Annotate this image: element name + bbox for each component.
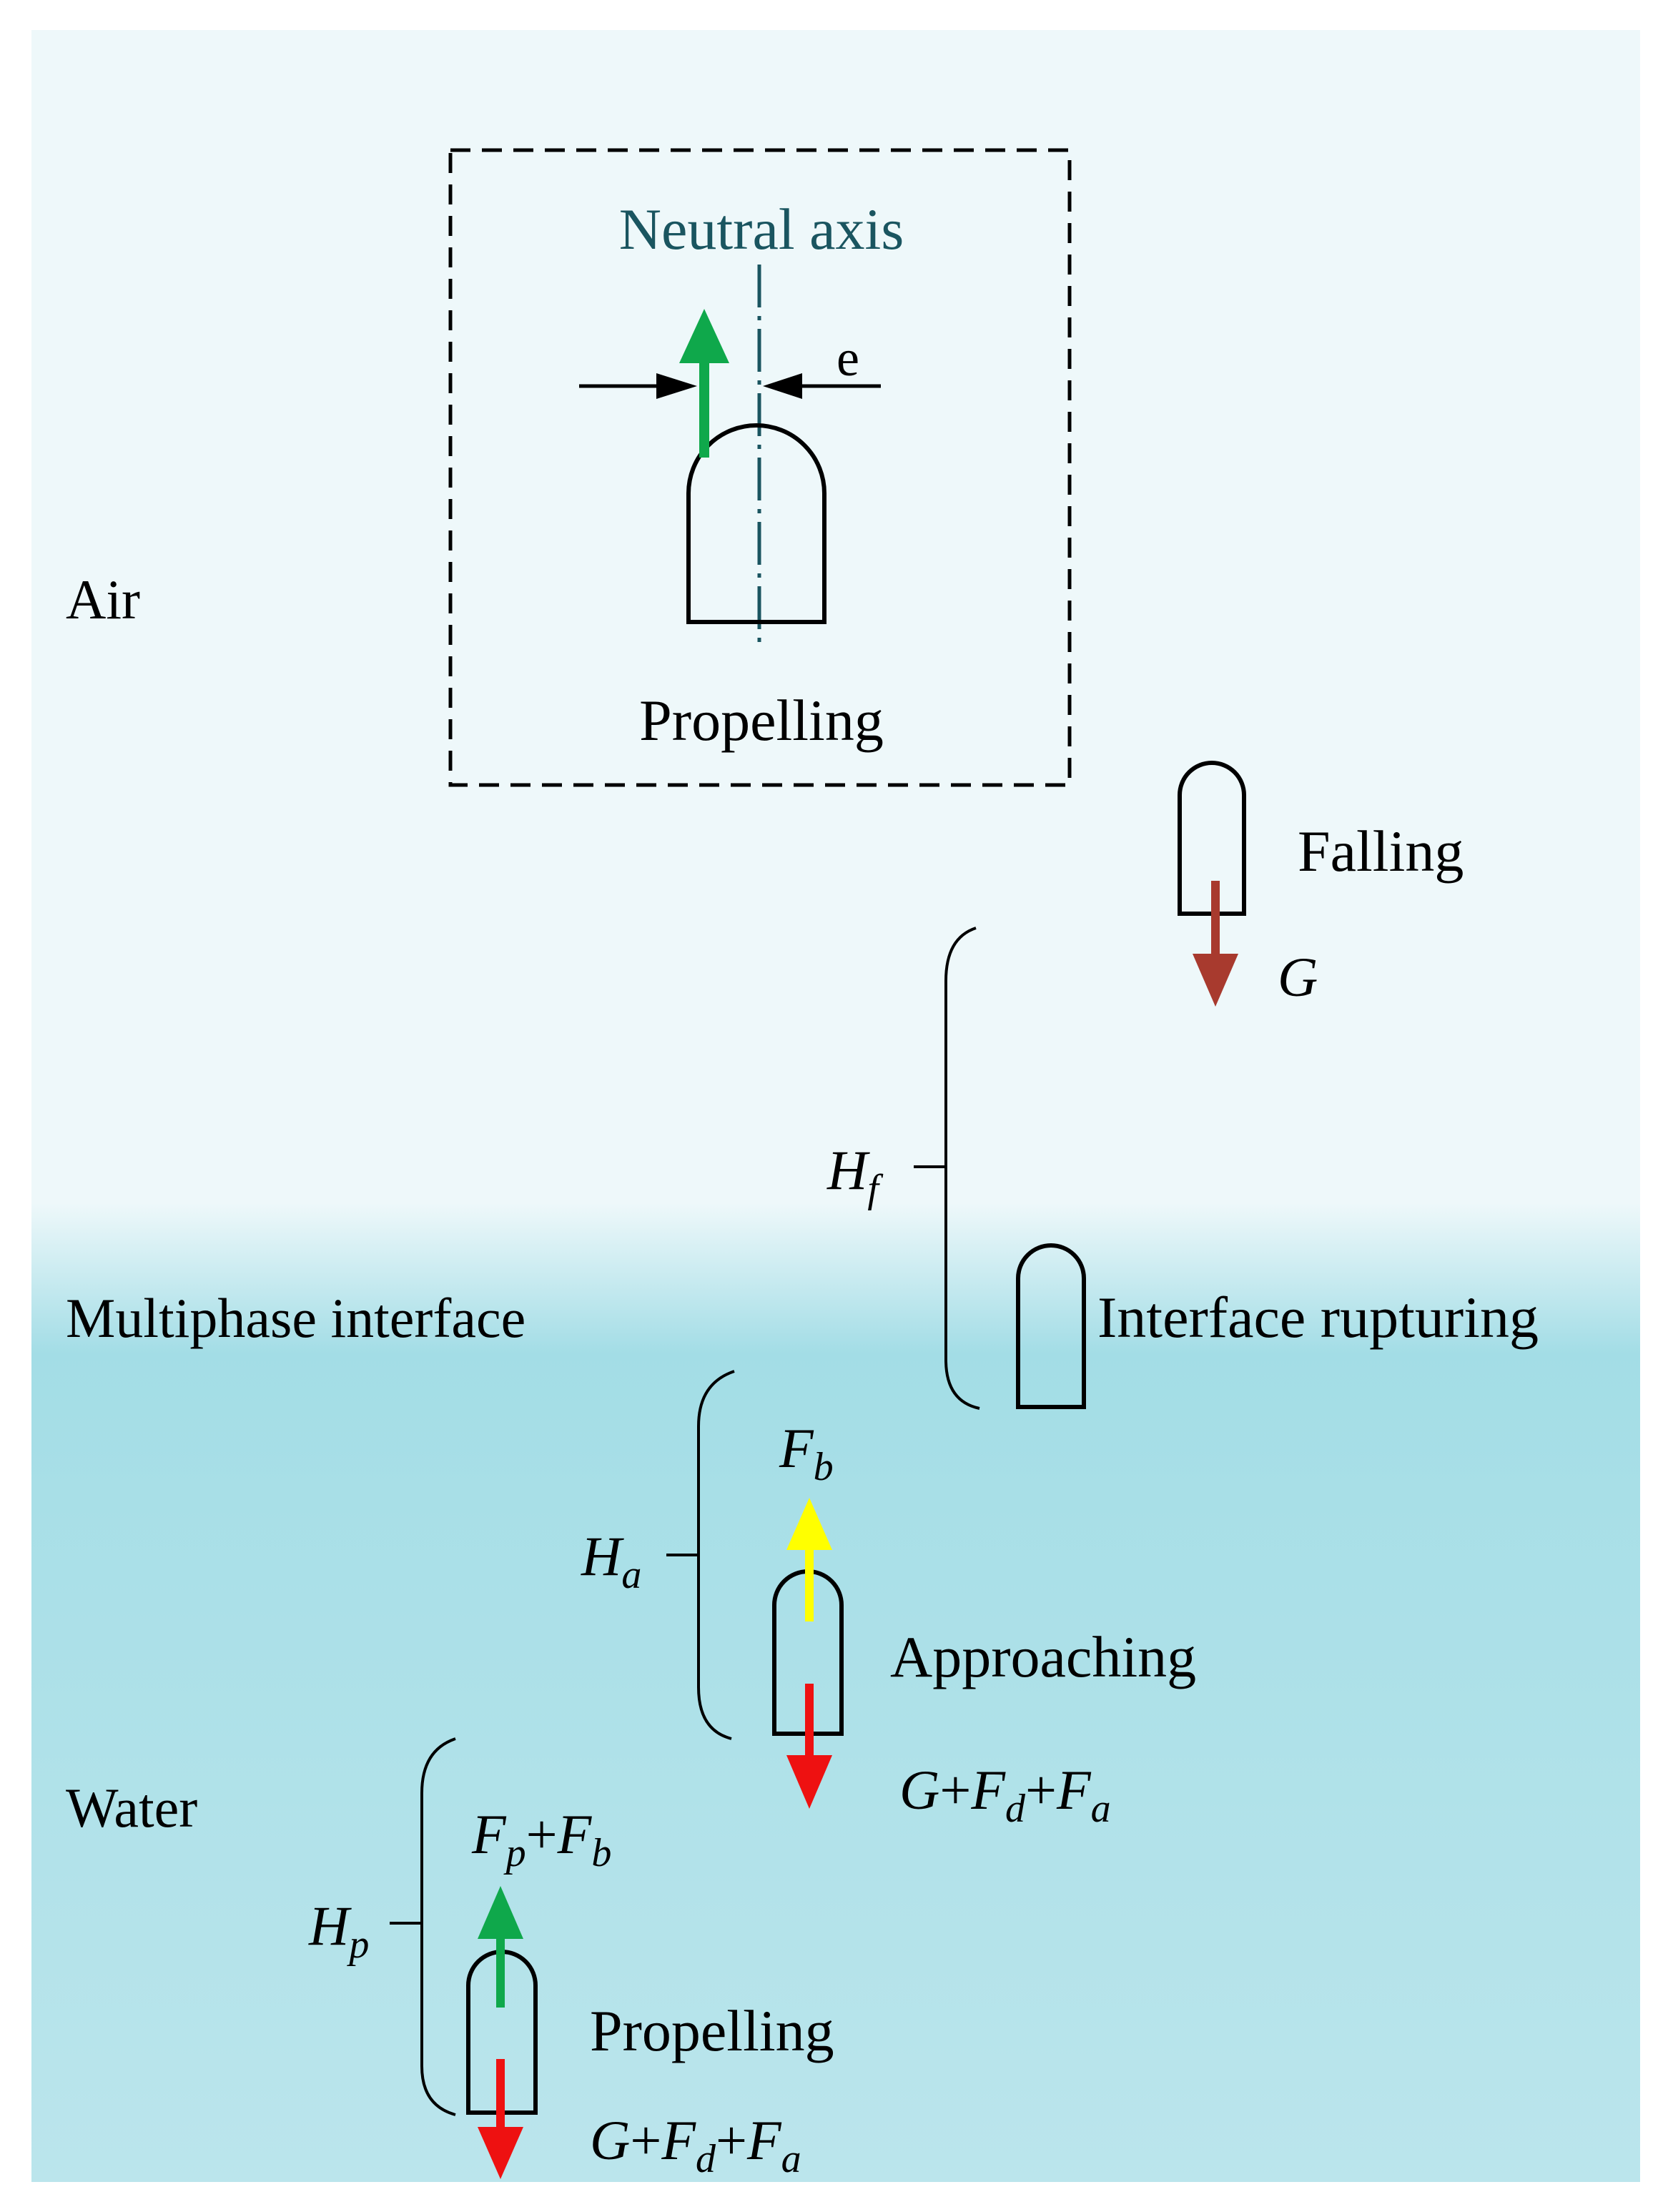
propelling-label: Propelling: [590, 1998, 834, 2063]
ha-label: Ha: [581, 1525, 641, 1597]
propelling-down-arrow-head: [478, 2127, 523, 2179]
rupturing-label: Interface rupturing: [1097, 1285, 1539, 1350]
eccentricity-right-arrowhead: [763, 373, 802, 399]
gravity-arrow-head: [1193, 954, 1238, 1007]
eccentricity-label: e: [837, 330, 859, 387]
background-panel: [31, 30, 1640, 2182]
inset-stage-label: Propelling: [639, 688, 884, 753]
hp-label: Hp: [308, 1895, 369, 1967]
inset-thrust-arrow-head: [679, 309, 729, 363]
approaching-down-arrow-head: [786, 1755, 832, 1809]
buoyancy-arrow-head: [786, 1498, 832, 1550]
rupturing-projectile: [1016, 1243, 1086, 1409]
inset-projectile: [686, 423, 826, 624]
hf-brace: [914, 927, 980, 1410]
propelling-down-force-label: G+Fd+Fa: [590, 2109, 801, 2181]
neutral-axis-label: Neutral axis: [619, 197, 904, 262]
region-label-water: Water: [66, 1777, 197, 1839]
ha-brace: [666, 1370, 735, 1740]
inset-box: [448, 148, 1072, 787]
approaching-force-label: G+Fd+Fa: [899, 1759, 1111, 1831]
eccentricity-left-arrowhead: [656, 373, 697, 399]
buoyancy-label: Fb: [779, 1417, 834, 1489]
propelling-up-arrow-head: [478, 1886, 523, 1939]
hp-brace: [390, 1737, 456, 2116]
gravity-label: G: [1278, 946, 1318, 1008]
falling-projectile: [1178, 761, 1246, 916]
region-label-air: Air: [66, 568, 140, 631]
region-label-interface: Multiphase interface: [66, 1287, 525, 1349]
approaching-label: Approaching: [890, 1624, 1196, 1689]
falling-label: Falling: [1298, 819, 1464, 884]
propelling-up-force-label: Fp+Fb: [471, 1803, 611, 1875]
